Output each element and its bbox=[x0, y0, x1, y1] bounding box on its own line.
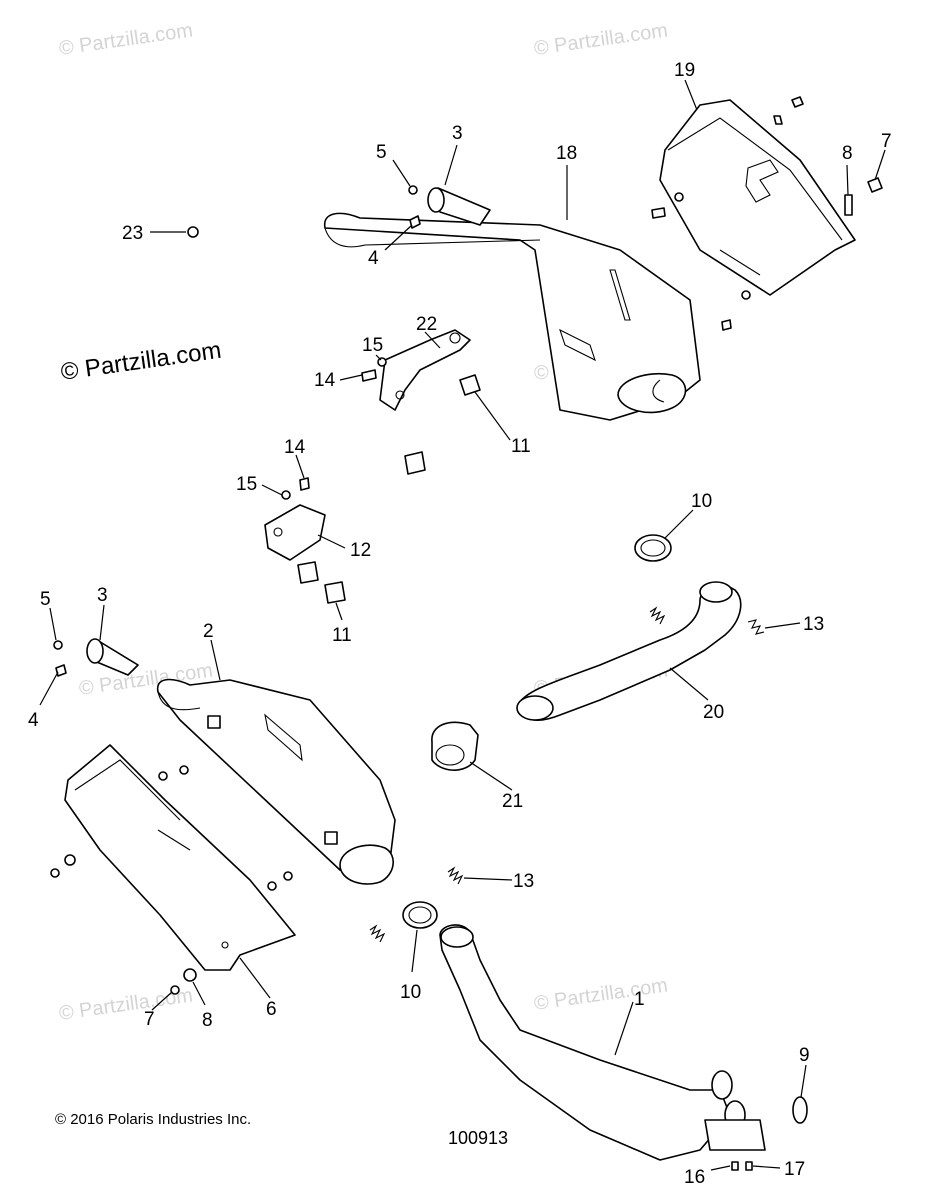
partzilla-brand-watermark: © Partzilla.com bbox=[59, 337, 223, 386]
callout-10-upper: 10 bbox=[691, 491, 712, 512]
callout-22: 22 bbox=[416, 314, 437, 335]
part-22-bracket[interactable] bbox=[361, 329, 471, 411]
part-3-tip-lower[interactable] bbox=[53, 638, 139, 677]
callout-5-lower: 5 bbox=[40, 589, 51, 610]
callout-17: 17 bbox=[784, 1159, 805, 1180]
callout-11-lower: 11 bbox=[332, 625, 352, 646]
part-10-gasket-lower[interactable] bbox=[402, 901, 438, 929]
copyright-notice: © 2016 Polaris Industries Inc. bbox=[55, 1111, 251, 1128]
callout-9: 9 bbox=[799, 1045, 810, 1066]
callout-numbers: 3 5 4 23 18 19 8 7 22 15 14 11 14 15 12 … bbox=[28, 60, 892, 1188]
callout-23: 23 bbox=[122, 223, 143, 244]
callout-14-upper: 14 bbox=[314, 370, 336, 391]
part-13-springs[interactable] bbox=[369, 606, 765, 943]
part-6-heat-shield-lower[interactable] bbox=[50, 744, 296, 995]
callout-18: 18 bbox=[556, 143, 577, 164]
diagram-code: 100913 bbox=[448, 1128, 508, 1148]
callout-7-upper: 7 bbox=[881, 131, 892, 152]
watermark-bottom-right: © Partzilla.com bbox=[533, 974, 670, 1015]
callout-20: 20 bbox=[703, 702, 724, 723]
callout-15-upper: 15 bbox=[362, 335, 383, 356]
callout-11-upper: 11 bbox=[511, 436, 531, 457]
part-3-tip-upper[interactable] bbox=[427, 187, 491, 226]
callout-4-upper: 4 bbox=[368, 248, 379, 269]
callout-3-lower: 3 bbox=[97, 585, 108, 606]
callout-2: 2 bbox=[203, 621, 214, 642]
callout-5-upper: 5 bbox=[376, 142, 387, 163]
callout-3-upper: 3 bbox=[452, 123, 463, 144]
callout-8-upper: 8 bbox=[842, 143, 853, 164]
callout-7-lower: 7 bbox=[144, 1009, 155, 1030]
part-20-head-pipe[interactable] bbox=[516, 581, 742, 721]
callout-13-lower: 13 bbox=[513, 871, 534, 892]
part-2-muffler-lower[interactable] bbox=[156, 678, 396, 885]
callout-12: 12 bbox=[350, 540, 371, 561]
callout-10-lower: 10 bbox=[400, 982, 421, 1003]
callout-16: 16 bbox=[684, 1167, 705, 1188]
part-19-heat-shield-upper[interactable] bbox=[659, 99, 856, 296]
part-1-head-pipe[interactable] bbox=[439, 924, 808, 1171]
callout-19: 19 bbox=[674, 60, 695, 81]
callout-4-lower: 4 bbox=[28, 710, 39, 731]
watermark-top-left: © Partzilla.com bbox=[58, 19, 195, 60]
callout-15-lower: 15 bbox=[236, 474, 257, 495]
leader-lines bbox=[39, 79, 886, 1171]
part-18-muffler-upper[interactable] bbox=[324, 212, 701, 421]
watermark-top-right: © Partzilla.com bbox=[533, 19, 670, 60]
callout-21: 21 bbox=[502, 791, 523, 812]
part-10-gasket-upper[interactable] bbox=[634, 534, 672, 562]
callout-13-upper: 13 bbox=[803, 614, 824, 635]
part-11-grommets[interactable] bbox=[297, 374, 481, 604]
callout-6: 6 bbox=[266, 999, 277, 1020]
part-21-clamp[interactable] bbox=[431, 721, 479, 771]
callout-8-lower: 8 bbox=[202, 1010, 213, 1031]
part-12-bracket[interactable] bbox=[264, 477, 326, 561]
callout-1: 1 bbox=[634, 989, 645, 1010]
callout-14-lower: 14 bbox=[284, 437, 306, 458]
